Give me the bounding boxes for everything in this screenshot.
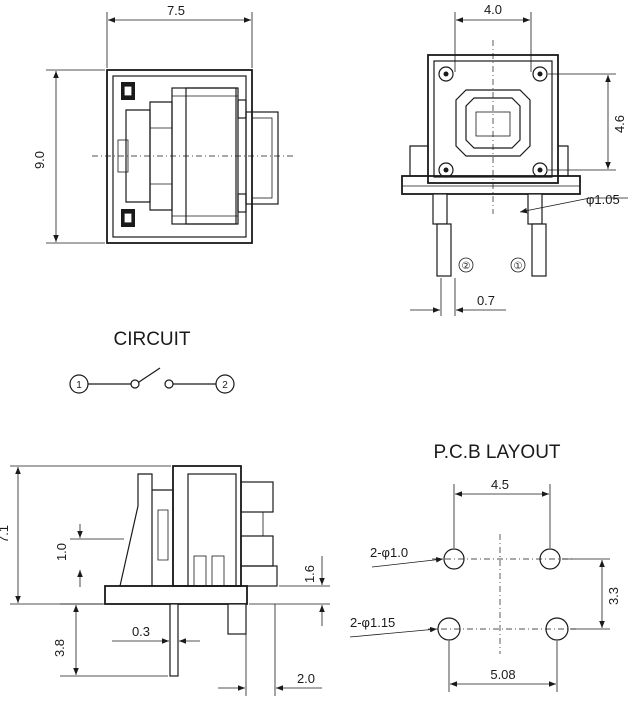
- circuit-node-1: 1: [76, 380, 82, 391]
- front-pin-dia-dim: φ1.05: [586, 192, 620, 207]
- front-pitch-dim: 4.0: [484, 2, 502, 17]
- circuit-title: CIRCUIT: [113, 329, 190, 350]
- circuit-node-2: 2: [222, 380, 228, 391]
- side-height-dim: 7.1: [0, 525, 11, 543]
- side-offset-dim: 2.0: [297, 671, 315, 686]
- pcb-title: P.C.B LAYOUT: [433, 442, 560, 463]
- pcb-layout: P.C.B LAYOUT 4.5 5.08 3.3 2-φ1.0 2-φ1.15: [349, 442, 621, 692]
- front-pin-label-1: ①: [514, 261, 523, 272]
- front-pin-offset-dim: 0.7: [477, 293, 495, 308]
- side-lever-dim: 1.0: [54, 543, 69, 561]
- side-base-dim: 1.6: [302, 565, 317, 583]
- front-height-dim: 4.6: [612, 115, 627, 133]
- front-view: 4.0 4.6 φ1.05 ② ① 0.7: [401, 2, 628, 316]
- pcb-hole-large-label: 2-φ1.15: [350, 615, 395, 630]
- front-pin-label-2: ②: [462, 261, 471, 272]
- pcb-hole-small-label: 2-φ1.0: [370, 545, 408, 560]
- top-width-dim: 7.5: [167, 3, 185, 18]
- top-height-dim: 9.0: [32, 151, 47, 169]
- side-pin-thk-dim: 0.3: [132, 624, 150, 639]
- pcb-row-dim: 3.3: [606, 587, 621, 605]
- circuit-diagram: CIRCUIT 1 2: [69, 329, 235, 394]
- side-view: 7.1 1.0 1.6 3.8 0.3 2.0: [0, 465, 330, 696]
- pcb-top-pitch-dim: 4.5: [491, 477, 509, 492]
- top-view: 7.5 9.0: [32, 3, 296, 244]
- pcb-bottom-pitch-dim: 5.08: [490, 667, 515, 682]
- side-pin-len-dim: 3.8: [52, 639, 67, 657]
